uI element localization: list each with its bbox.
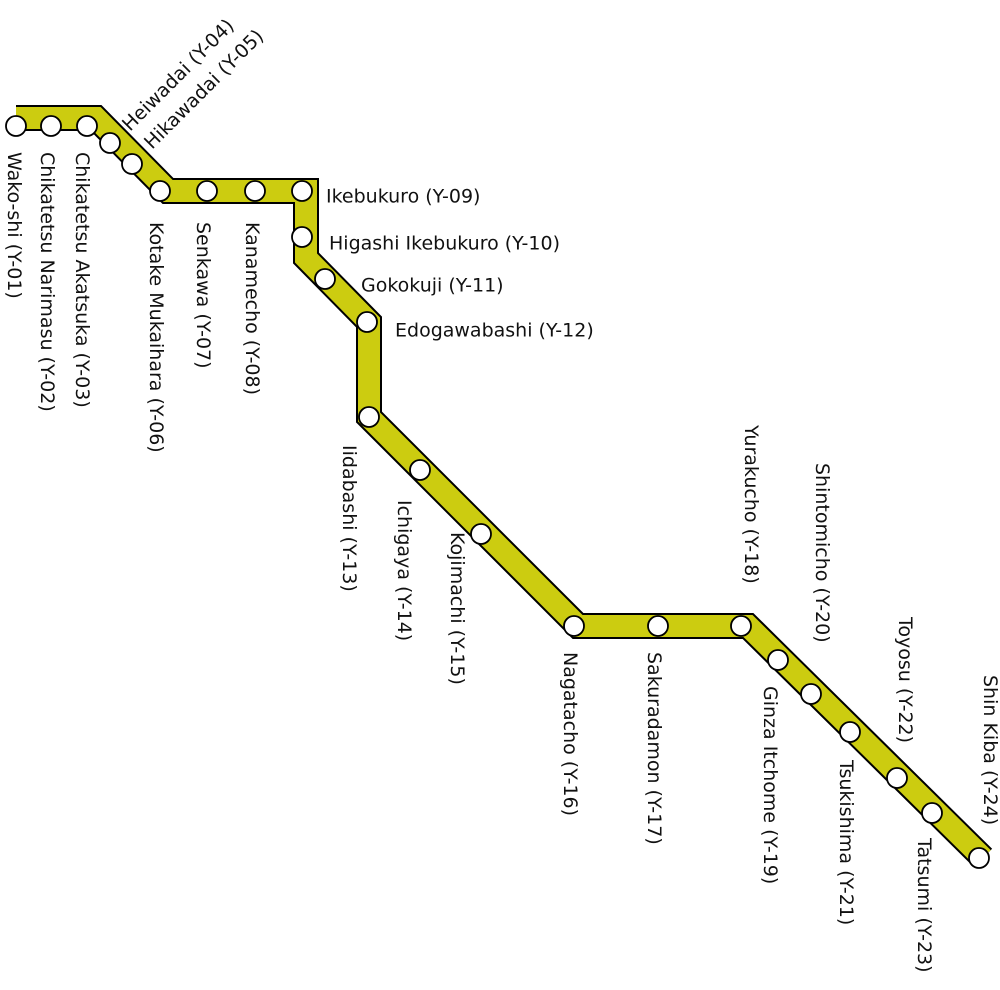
station-marker-y-14[interactable] [409,459,431,481]
station-label-y-02: Chikatetsu Narimasu (Y-02) [36,152,58,412]
station-marker-y-19[interactable] [767,649,789,671]
station-marker-y-12[interactable] [356,311,378,333]
station-label-y-18: Yurakucho (Y-18) [740,424,762,584]
station-label-y-13: Iidabashi (Y-13) [338,445,360,592]
station-label-y-17: Sakuradamon (Y-17) [643,652,665,845]
station-marker-y-16[interactable] [563,615,585,637]
station-label-y-19: Ginza Itchome (Y-19) [759,686,781,884]
station-label-y-01: Wako-shi (Y-01) [3,152,25,299]
station-marker-y-11[interactable] [314,268,336,290]
station-marker-y-02[interactable] [40,115,62,137]
station-marker-y-10[interactable] [291,226,313,248]
station-label-y-22: Toyosu (Y-22) [894,616,916,743]
station-label-y-14: Ichigaya (Y-14) [393,500,415,641]
station-marker-y-09[interactable] [291,180,313,202]
station-marker-y-24[interactable] [968,847,990,869]
station-marker-y-04[interactable] [99,132,121,154]
station-label-y-11: Gokokuji (Y-11) [361,275,504,297]
station-labels: Wako-shi (Y-01) Chikatetsu Narimasu (Y-02… [3,15,1000,973]
stations [5,115,990,869]
station-label-y-15: Kojimachi (Y-15) [446,532,468,685]
station-label-y-21: Tsukishima (Y-21) [835,759,857,925]
station-marker-y-03[interactable] [76,115,98,137]
station-marker-y-01[interactable] [5,115,27,137]
station-label-y-07: Senkawa (Y-07) [192,222,214,369]
station-marker-y-15[interactable] [470,523,492,545]
station-marker-y-21[interactable] [839,721,861,743]
station-marker-y-17[interactable] [647,615,669,637]
station-marker-y-05[interactable] [121,153,143,175]
station-marker-y-23[interactable] [921,802,943,824]
station-marker-y-22[interactable] [886,767,908,789]
station-marker-y-08[interactable] [244,180,266,202]
station-marker-y-18[interactable] [730,615,752,637]
station-marker-y-06[interactable] [149,180,171,202]
station-marker-y-07[interactable] [196,180,218,202]
station-label-y-03: Chikatetsu Akatsuka (Y-03) [71,152,93,408]
station-marker-y-20[interactable] [800,683,822,705]
station-label-y-24: Shin Kiba (Y-24) [979,675,1000,825]
station-label-y-20: Shintomicho (Y-20) [811,463,833,643]
station-label-y-10: Higashi Ikebukuro (Y-10) [329,233,560,255]
station-label-y-23: Tatsumi (Y-23) [913,837,935,973]
station-label-y-12: Edogawabashi (Y-12) [395,320,594,342]
station-marker-y-13[interactable] [358,406,380,428]
station-label-y-09: Ikebukuro (Y-09) [326,186,480,208]
station-label-y-16: Nagatacho (Y-16) [559,652,581,816]
station-label-y-06: Kotake Mukaihara (Y-06) [145,222,167,453]
station-label-y-08: Kanamecho (Y-08) [241,222,263,395]
